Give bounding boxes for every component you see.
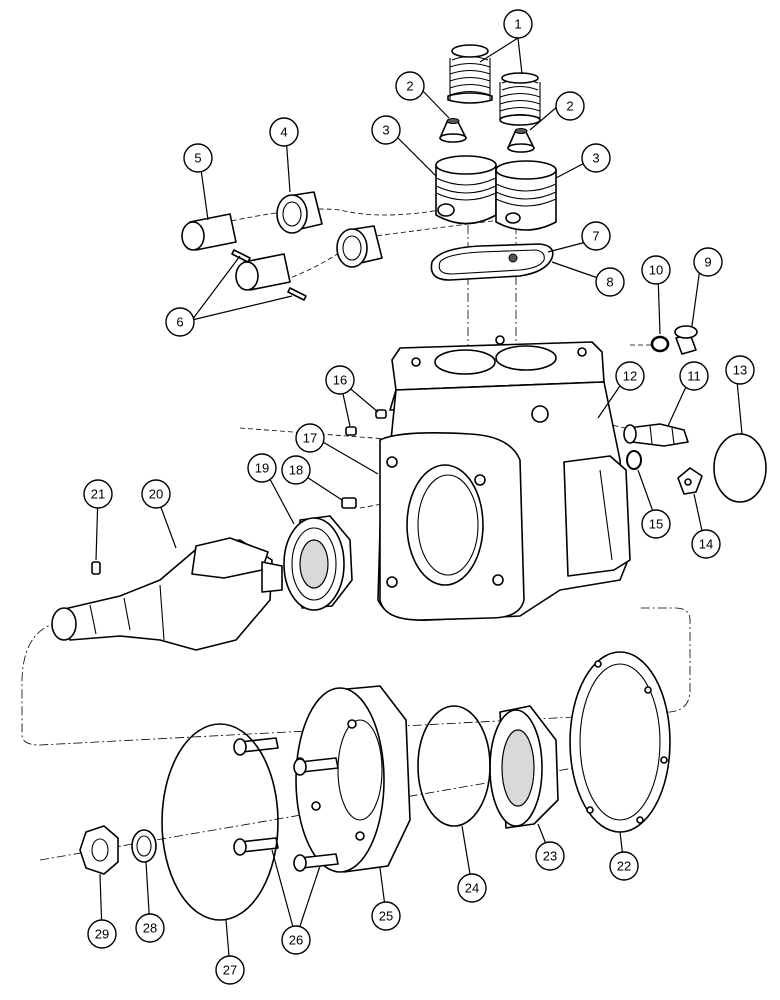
hex-nut bbox=[79, 825, 119, 875]
svg-text:3: 3 bbox=[592, 151, 599, 166]
svg-text:23: 23 bbox=[543, 849, 557, 864]
svg-text:9: 9 bbox=[704, 255, 711, 270]
svg-text:11: 11 bbox=[687, 369, 701, 384]
o-ring-15 bbox=[626, 450, 642, 470]
svg-text:18: 18 bbox=[289, 463, 303, 478]
callout-8: 8 bbox=[595, 267, 625, 297]
svg-text:21: 21 bbox=[91, 487, 105, 502]
svg-text:24: 24 bbox=[465, 881, 479, 896]
callout-11: 11 bbox=[679, 361, 709, 391]
dowel-pins bbox=[91, 409, 387, 575]
callouts: 1 2 2 3 3 4 5 6 7 8 9 10 11 12 13 14 15 … bbox=[83, 9, 755, 985]
svg-text:19: 19 bbox=[255, 461, 269, 476]
svg-text:20: 20 bbox=[149, 487, 163, 502]
svg-text:4: 4 bbox=[280, 125, 287, 140]
svg-text:15: 15 bbox=[649, 517, 663, 532]
rear-bearing bbox=[489, 705, 559, 829]
o-ring-24 bbox=[417, 705, 491, 827]
callout-19: 19 bbox=[247, 453, 277, 483]
piston-right bbox=[495, 160, 557, 231]
svg-text:3: 3 bbox=[382, 123, 389, 138]
svg-text:6: 6 bbox=[176, 315, 183, 330]
plug bbox=[674, 325, 698, 355]
callout-3-left: 3 bbox=[371, 115, 401, 145]
piston-left bbox=[435, 155, 497, 225]
callout-25: 25 bbox=[371, 901, 401, 931]
svg-text:28: 28 bbox=[143, 921, 157, 936]
callout-3-right: 3 bbox=[581, 143, 611, 173]
callout-10: 10 bbox=[641, 255, 671, 285]
svg-text:10: 10 bbox=[649, 263, 663, 278]
cap-screws bbox=[233, 737, 339, 872]
callout-18: 18 bbox=[281, 455, 311, 485]
callout-5: 5 bbox=[183, 143, 213, 173]
callout-6: 6 bbox=[165, 307, 195, 337]
callout-23: 23 bbox=[535, 841, 565, 871]
lock-washer bbox=[131, 829, 157, 863]
valve-spring-left bbox=[447, 44, 493, 104]
svg-text:12: 12 bbox=[623, 369, 637, 384]
callout-22: 22 bbox=[609, 851, 639, 881]
callout-4: 4 bbox=[269, 117, 299, 147]
valve-spring-right bbox=[499, 72, 541, 126]
callout-24: 24 bbox=[457, 873, 487, 903]
valve-cap-right bbox=[507, 128, 535, 153]
crankshaft bbox=[51, 537, 283, 651]
callout-16: 16 bbox=[325, 365, 355, 395]
elbow-fitting bbox=[623, 423, 689, 447]
svg-text:26: 26 bbox=[289, 933, 303, 948]
svg-text:7: 7 bbox=[592, 229, 599, 244]
wrist-pin-upper bbox=[181, 213, 237, 251]
svg-text:25: 25 bbox=[379, 909, 393, 924]
callout-26: 26 bbox=[281, 925, 311, 955]
callout-14: 14 bbox=[691, 529, 721, 559]
main-bearing bbox=[283, 515, 353, 611]
svg-text:17: 17 bbox=[303, 431, 317, 446]
callout-27: 27 bbox=[215, 955, 245, 985]
svg-text:29: 29 bbox=[95, 927, 109, 942]
roll-pins bbox=[231, 249, 307, 301]
callout-20: 20 bbox=[141, 479, 171, 509]
callout-17: 17 bbox=[295, 423, 325, 453]
callout-13: 13 bbox=[725, 355, 755, 385]
callout-29: 29 bbox=[87, 919, 117, 949]
callout-1: 1 bbox=[503, 9, 533, 39]
callout-2-left: 2 bbox=[395, 71, 425, 101]
svg-text:27: 27 bbox=[223, 963, 237, 978]
callout-7: 7 bbox=[581, 221, 611, 251]
callout-2-right: 2 bbox=[555, 91, 585, 121]
flange-gasket bbox=[569, 651, 671, 833]
head-gasket bbox=[430, 243, 554, 281]
wrist-pin-lower bbox=[235, 253, 291, 291]
end-cover bbox=[295, 685, 411, 873]
bushing-upper bbox=[276, 191, 323, 234]
svg-text:2: 2 bbox=[406, 79, 413, 94]
o-ring-13 bbox=[713, 433, 767, 503]
callout-12: 12 bbox=[615, 361, 645, 391]
svg-text:13: 13 bbox=[733, 363, 747, 378]
bushing-lower bbox=[336, 225, 383, 268]
svg-text:22: 22 bbox=[617, 859, 631, 874]
valve-cap-left bbox=[439, 118, 467, 143]
svg-text:2: 2 bbox=[566, 99, 573, 114]
callout-15: 15 bbox=[641, 509, 671, 539]
retainer-clip bbox=[677, 467, 703, 495]
o-ring-27 bbox=[161, 723, 279, 921]
compressor-housing bbox=[377, 335, 631, 621]
svg-text:8: 8 bbox=[606, 275, 613, 290]
o-ring-10 bbox=[650, 335, 670, 353]
svg-text:14: 14 bbox=[699, 537, 713, 552]
svg-text:16: 16 bbox=[333, 373, 347, 388]
callout-9: 9 bbox=[693, 247, 723, 277]
callout-21: 21 bbox=[83, 479, 113, 509]
svg-text:1: 1 bbox=[514, 17, 521, 32]
svg-text:5: 5 bbox=[194, 151, 201, 166]
callout-28: 28 bbox=[135, 913, 165, 943]
